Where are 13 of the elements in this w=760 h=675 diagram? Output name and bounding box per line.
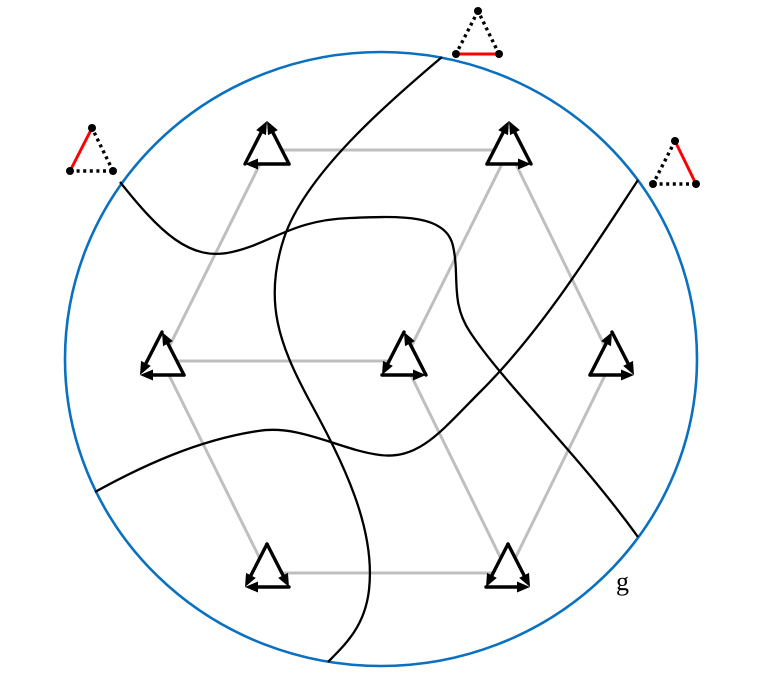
connector-line (410, 374, 502, 559)
connector-line (282, 148, 494, 152)
connector-line (168, 374, 262, 559)
dotted-triangle-icon (65, 123, 118, 176)
dotted-triangle-icon (648, 136, 701, 189)
connector-line (514, 163, 606, 347)
connector-line (514, 374, 606, 559)
connector-line (282, 572, 494, 574)
region-label: g (616, 569, 629, 595)
connector-line (168, 163, 262, 347)
connector-line (176, 360, 390, 362)
connector-line (410, 163, 504, 347)
dotted-triangle-icon (451, 6, 504, 59)
